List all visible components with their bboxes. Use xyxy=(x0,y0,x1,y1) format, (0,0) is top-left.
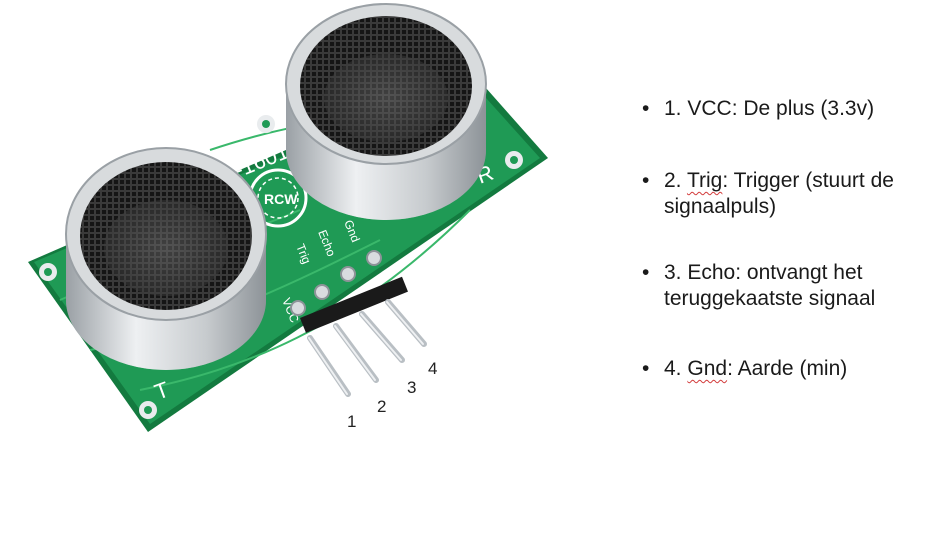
item-number: 3. xyxy=(664,261,688,284)
bullet-icon: • xyxy=(642,261,650,284)
item-description: : ontvangt het teruggekaatste signaal xyxy=(664,261,876,310)
list-item-trig: • 2. Trig: Trigger (stuurt de signaalpuls… xyxy=(640,168,940,220)
pin-description-list: • 1. VCC: De plus (3.3v) • 2. Trig: Trigge… xyxy=(640,96,940,428)
transmitter-transducer xyxy=(65,147,267,370)
logo-text: RCW xyxy=(264,191,298,207)
bullet-icon: • xyxy=(642,169,650,192)
mounting-holes xyxy=(39,115,523,419)
item-term: Trig xyxy=(686,169,723,192)
list-item-echo: • 3. Echo: ontvangt het teruggekaatste si… xyxy=(640,260,940,312)
item-term: Echo xyxy=(687,261,736,284)
pin-number-3: 3 xyxy=(407,378,417,397)
item-description: : Trigger (stuurt de signaalpuls) xyxy=(664,169,894,218)
pin-number-1: 1 xyxy=(347,412,357,431)
item-term: Gnd xyxy=(687,357,728,380)
ultrasonic-sensor-illustration: -1601 T R VCC Trig Echo Gnd RCW xyxy=(28,3,548,432)
item-description: : Aarde (min) xyxy=(727,357,848,380)
list-item-vcc: • 1. VCC: De plus (3.3v) xyxy=(640,96,940,122)
item-number: 1. xyxy=(664,97,688,120)
item-number: 4. xyxy=(664,357,688,380)
item-description: : De plus (3.3v) xyxy=(731,97,875,120)
receiver-transducer xyxy=(285,3,487,220)
list-item-gnd: • 4. Gnd: Aarde (min) xyxy=(640,356,940,382)
bullet-icon: • xyxy=(642,97,650,120)
bullet-icon: • xyxy=(642,357,650,380)
header-pins xyxy=(290,250,427,397)
item-term: VCC xyxy=(687,97,732,120)
item-number: 2. xyxy=(664,169,687,192)
pin-number-4: 4 xyxy=(428,359,438,378)
pin-number-2: 2 xyxy=(377,397,387,416)
